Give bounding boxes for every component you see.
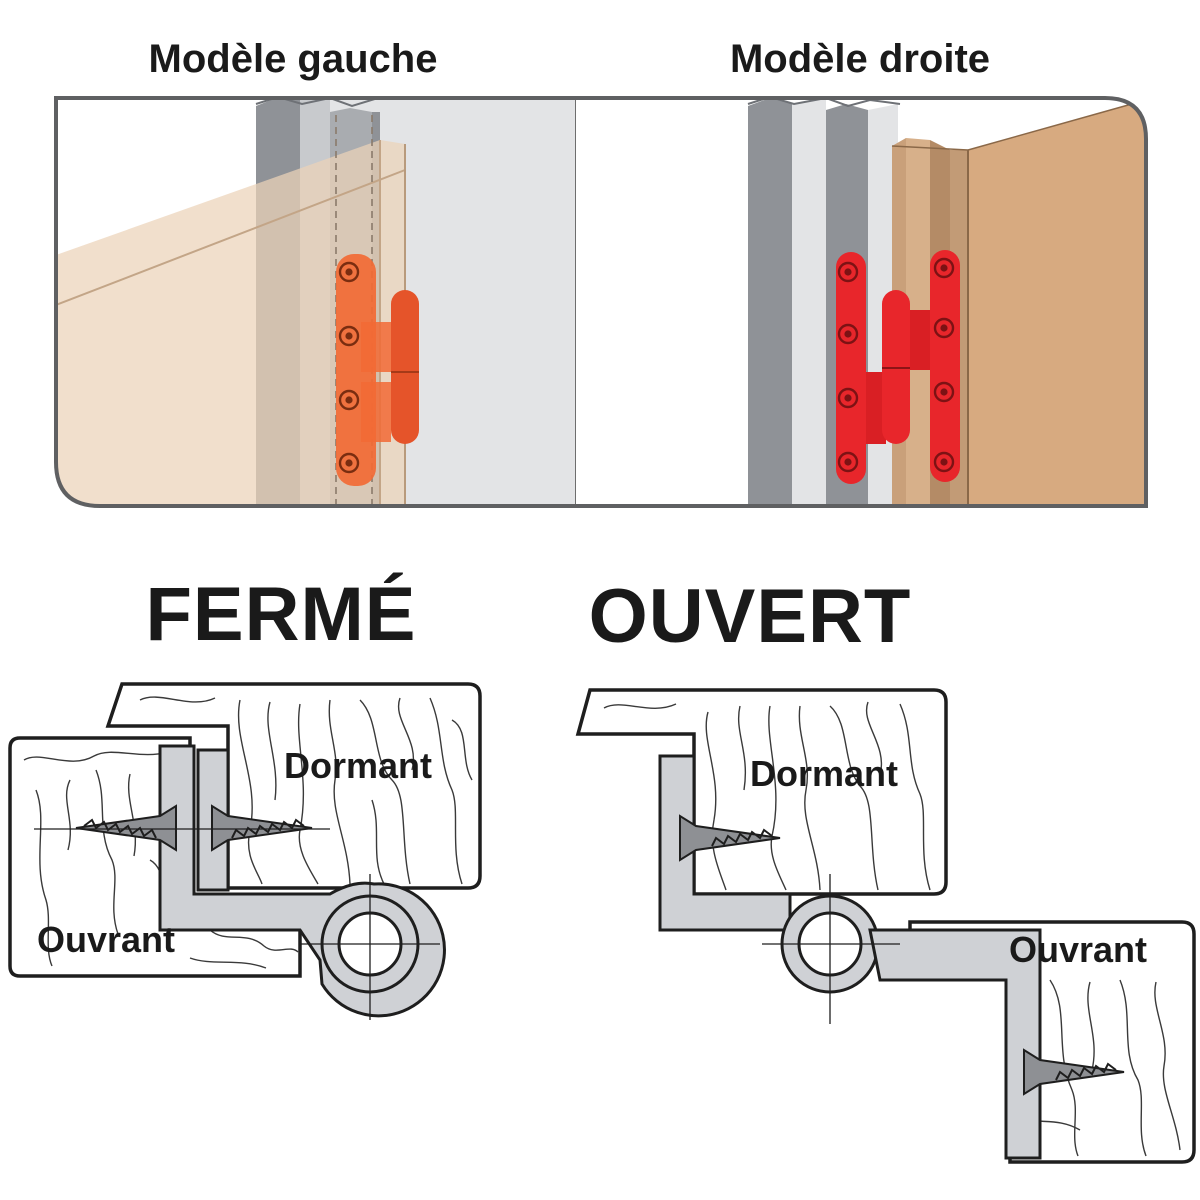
left-hinge-icon xyxy=(336,254,419,486)
open-title: OUVERT xyxy=(589,574,912,659)
closed-section-diagram: Dormant Ouvrant xyxy=(8,682,482,1020)
left-model-title: Modèle gauche xyxy=(149,37,438,81)
closed-dormant-grain xyxy=(139,696,473,885)
open-screw-icon xyxy=(679,814,1125,1096)
open-dormant-label: Dormant xyxy=(750,753,898,794)
open-section-diagram: Dormant Ouvrant xyxy=(575,688,1196,1164)
right-model-title: Modèle droite xyxy=(730,37,990,81)
closed-title: FERMÉ xyxy=(146,572,417,657)
closed-ouvrant-grain xyxy=(23,751,299,969)
top-panel-border xyxy=(54,96,1148,508)
closed-dormant-label: Dormant xyxy=(284,745,432,786)
top-panel xyxy=(56,98,1146,506)
right-model-illustration xyxy=(576,98,1146,506)
closed-ouvrant-label: Ouvrant xyxy=(37,919,175,960)
closed-screw-icon xyxy=(75,804,313,852)
open-dormant-grain xyxy=(603,701,931,891)
open-ouvrant-label: Ouvrant xyxy=(1009,929,1147,970)
right-hinge-icon xyxy=(836,250,960,484)
left-model-illustration xyxy=(56,98,576,506)
